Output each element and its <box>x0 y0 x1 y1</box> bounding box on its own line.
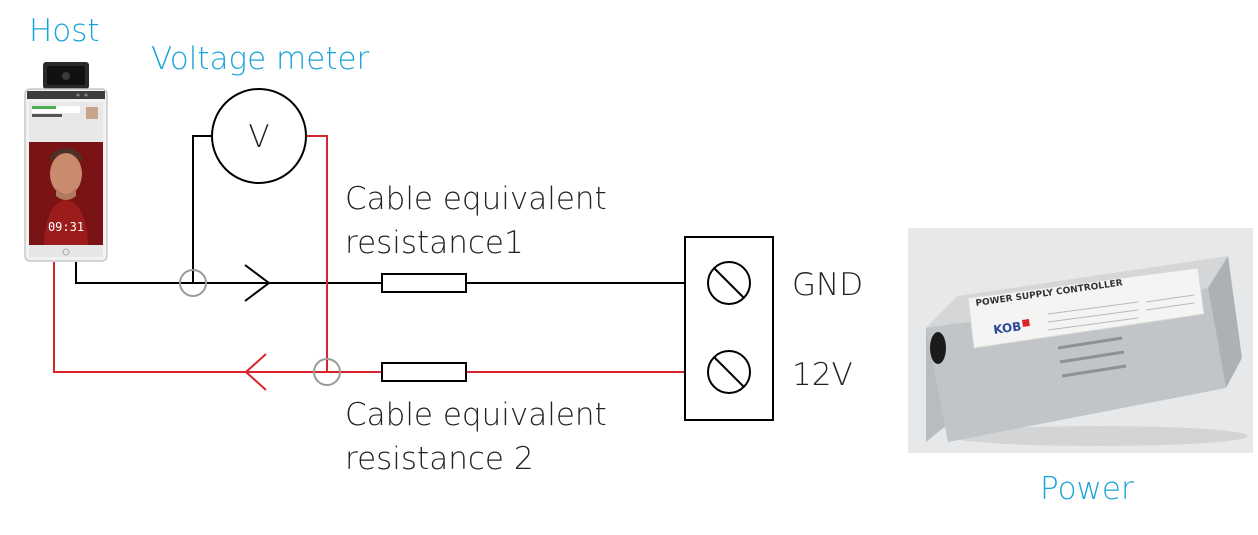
voltage-meter-label: Voltage meter <box>151 41 370 77</box>
cable-resistor-2 <box>381 362 467 382</box>
12v-junction <box>313 358 341 386</box>
cable-resistor-1 <box>381 273 467 293</box>
voltage-meter-symbol <box>211 88 307 184</box>
gnd-label: GND <box>792 267 864 303</box>
host-device-image: 09:31 <box>24 62 108 262</box>
cable-resistance-2-label: Cable equivalent resistance 2 <box>345 393 607 481</box>
12v-label: 12V <box>792 357 853 393</box>
power-supply-spec-lines <box>1047 294 1195 331</box>
power-supply-image: POWER SUPPLY CONTROLLER KOB <box>908 228 1253 453</box>
gnd-wire <box>75 262 382 284</box>
host-device: 09:31 <box>24 62 109 264</box>
power-supply-photo: POWER SUPPLY CONTROLLER KOB <box>908 228 1253 453</box>
power-label: Power <box>1040 471 1134 507</box>
host-screen-time: 09:31 <box>48 220 84 234</box>
cable-resistance-2-line1: Cable equivalent <box>345 397 607 433</box>
voltage-meter-letter: V <box>248 119 269 155</box>
cable-resistance-1-line2: resistance1 <box>345 225 524 261</box>
meter-black-lead <box>192 135 212 283</box>
host-label: Host <box>29 13 100 49</box>
gnd-terminal-screw <box>707 261 751 305</box>
12v-direction-arrow <box>244 353 267 391</box>
gnd-direction-arrow <box>244 264 271 302</box>
cable-resistance-2-line2: resistance 2 <box>345 441 534 477</box>
gnd-junction <box>179 269 207 297</box>
12v-terminal-screw <box>707 350 751 394</box>
cable-resistance-1-label: Cable equivalent resistance1 <box>345 177 607 265</box>
meter-red-lead <box>306 135 328 372</box>
12v-wire <box>53 262 382 373</box>
cable-resistance-1-line1: Cable equivalent <box>345 181 607 217</box>
power-supply-brand: KOB <box>992 319 1022 337</box>
